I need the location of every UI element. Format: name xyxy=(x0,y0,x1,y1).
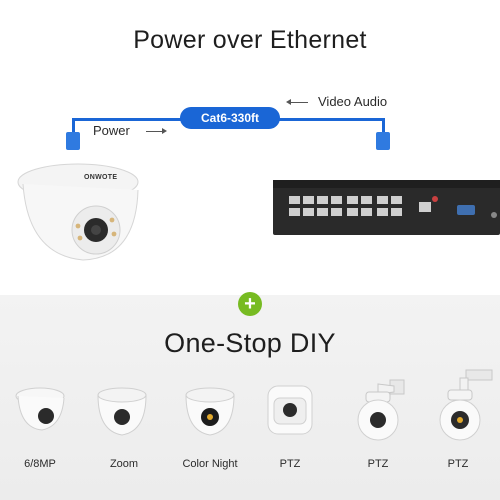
product-caption: Color Night xyxy=(182,458,238,470)
nvr-face-panel xyxy=(273,180,500,188)
product-ptz-turret-camera-icon xyxy=(267,385,313,435)
products-section xyxy=(0,295,500,500)
product-caption: Zoom xyxy=(109,458,139,470)
video-audio-arrow-icon xyxy=(290,102,308,103)
nvr-ports-icon xyxy=(289,196,497,218)
product-ptz-speed-dome-color-icon xyxy=(439,369,493,441)
power-arrow-icon xyxy=(146,131,164,132)
product-ptz-speed-dome-icon xyxy=(357,379,405,441)
product-caption: 6/8MP xyxy=(24,458,56,470)
product-caption: PTZ xyxy=(447,458,469,470)
product-dome-camera-icon xyxy=(15,387,65,431)
page-title: Power over Ethernet xyxy=(133,26,367,54)
cable-spec-badge: Cat6-330ft xyxy=(180,107,280,129)
video-audio-label: Video Audio xyxy=(318,94,388,109)
product-caption: PTZ xyxy=(367,458,389,470)
video-audio-arrow-head-icon xyxy=(286,99,291,105)
rj45-connector-left-icon xyxy=(66,132,80,150)
product-caption: PTZ xyxy=(279,458,301,470)
poe-diagram-area: Power over Ethernet Cat6-330ft Power Vid… xyxy=(17,26,500,261)
product-zoom-camera-icon xyxy=(97,387,147,436)
product-color-night-camera-icon xyxy=(185,387,235,436)
power-label: Power xyxy=(93,123,130,138)
left-cable-drop xyxy=(72,118,75,140)
dome-camera-illustration xyxy=(17,163,139,261)
plus-icon: + xyxy=(238,292,262,316)
camera-brand-text: ONWOTE xyxy=(84,174,118,181)
rj45-connector-right-icon xyxy=(376,132,390,150)
power-arrow-head-icon xyxy=(162,128,167,134)
section-title: One-Stop DIY xyxy=(164,328,336,358)
right-cable-drop xyxy=(382,118,385,140)
